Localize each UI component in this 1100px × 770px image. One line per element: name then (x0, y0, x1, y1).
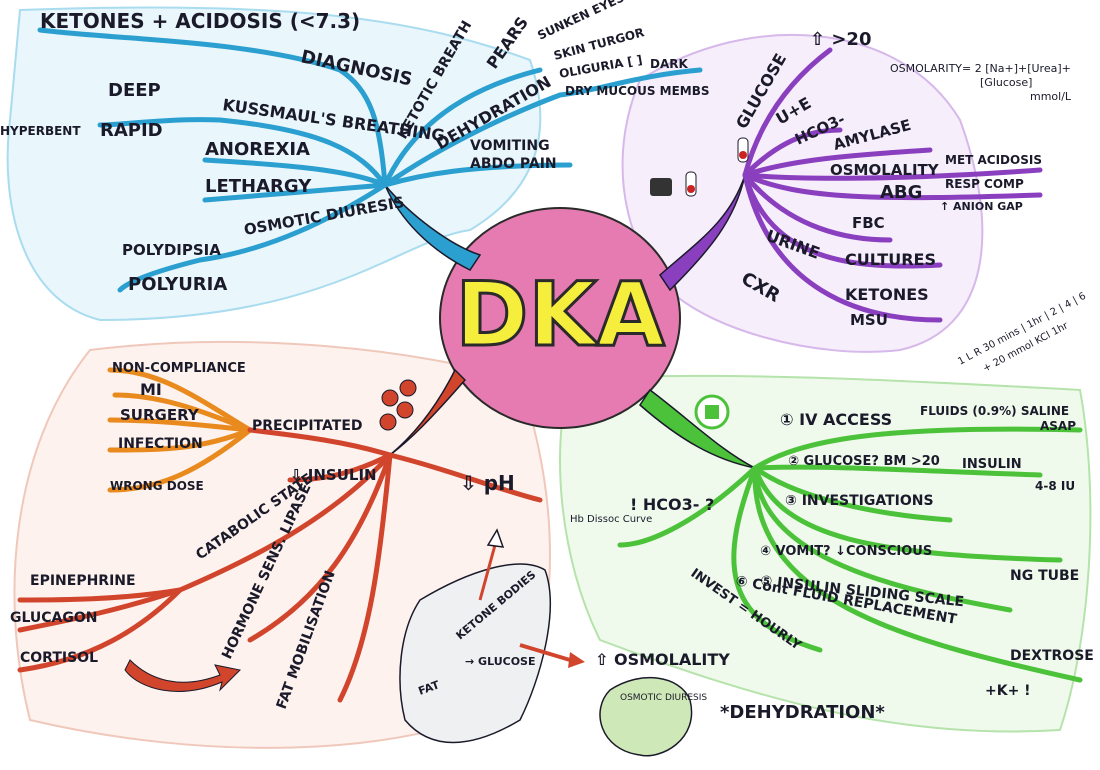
green-investigations: ③ INVESTIGATIONS (785, 493, 934, 509)
purple-met-acidosis: MET ACIDOSIS (945, 153, 1042, 167)
red-wrong-dose: WRONG DOSE (110, 479, 204, 493)
green-hco3-q: ! HCO3- ? (630, 495, 714, 514)
red-osmotic-diuresis: OSMOTIC DIURESIS (620, 693, 707, 703)
green-ng-tube: NG TUBE (1010, 568, 1079, 584)
purple-abg: ABG (880, 182, 922, 203)
purple-osmolality: OSMOLALITY (830, 161, 940, 179)
arrowhead-osmolality (568, 652, 585, 668)
green-k-plus: +K+ ! (985, 683, 1031, 699)
red-epinephrine: EPINEPHRINE (30, 573, 136, 589)
red-osmolality: ⇧ OSMOLALITY (595, 650, 730, 669)
red-insulin-down: ⇩ INSULIN (290, 466, 377, 484)
test-tube-drop (687, 185, 695, 193)
red-glucose: → GLUCOSE (465, 655, 536, 668)
green-vomit: ④ VOMIT? ↓CONSCIOUS (760, 544, 932, 559)
blue-rapid: RAPID (100, 120, 163, 141)
blue-top-note: KETONES + ACIDOSIS (<7.3) (40, 9, 360, 33)
purple-gt20: ⇧ >20 (810, 29, 871, 50)
blue-dark: DARK (650, 57, 688, 71)
kidney-shape (599, 677, 693, 757)
medical-cross-shape (705, 405, 719, 419)
orange-branches (107, 367, 253, 493)
purple-ketones: KETONES (845, 285, 929, 304)
blue-hyperbent: HYPERBENT (0, 124, 81, 138)
purple-anion-gap: ↑ ANION GAP (940, 200, 1023, 213)
arrowhead-up-ketone (486, 528, 505, 548)
purple-cultures: CULTURES (845, 250, 936, 269)
red-infection: INFECTION (118, 436, 203, 452)
red-branches (17, 427, 543, 703)
blue-dry-mucous: DRY MUCOUS MEMBS (565, 84, 710, 98)
liver-shape (399, 563, 551, 744)
red-dehydration: *DEHYDRATION* (720, 702, 885, 723)
blue-abdo-pain: ABDO PAIN (470, 156, 557, 172)
green-glucose-q: ② GLUCOSE? BM >20 (788, 454, 940, 469)
purple-osmolarity-1: OSMOLARITY= 2 [Na+]+[Urea]+ (890, 62, 1071, 75)
gear-icon (396, 401, 414, 419)
red-non-compliance: NON-COMPLIANCE (112, 361, 246, 376)
green-dextrose: DEXTROSE (1010, 648, 1094, 664)
green-halo (559, 374, 1092, 733)
blue-anorexia: ANOREXIA (205, 139, 310, 160)
purple-fbc: FBC (852, 214, 885, 232)
blue-branches (37, 27, 703, 293)
purple-branches (742, 47, 1043, 323)
red-ph-down: ⇩ pH (460, 471, 515, 495)
green-fluids: FLUIDS (0.9%) SALINE (920, 404, 1069, 418)
center-title: DKA (455, 263, 664, 366)
blue-deep: DEEP (108, 80, 161, 101)
green-hb-dissoc: Hb Dissoc Curve (570, 514, 652, 525)
thick-arrow-left (124, 659, 242, 692)
purple-msu: MSU (850, 311, 888, 329)
green-iv-access: ① IV ACCESS (780, 410, 892, 429)
purple-osmolarity-unit: mmol/L (1030, 90, 1072, 103)
red-surgery: SURGERY (120, 406, 200, 424)
gear-icon (379, 413, 397, 431)
gear-icon (381, 389, 399, 407)
green-insulin: INSULIN (962, 457, 1022, 472)
green-branches (617, 426, 1083, 683)
red-mi: MI (140, 380, 162, 399)
lungs-icon (650, 178, 672, 196)
arrow-up-ketone (478, 544, 497, 601)
blue-polyuria: POLYURIA (128, 274, 227, 295)
test-tube-drop (739, 151, 747, 159)
purple-osmolarity-2: [Glucose] (980, 76, 1032, 89)
red-cortisol: CORTISOL (20, 650, 98, 666)
blue-vomiting: VOMITING (470, 138, 550, 154)
blue-polydipsia: POLYDIPSIA (122, 241, 221, 259)
arrow-to-osmolality (519, 643, 571, 662)
gear-icon (399, 379, 417, 397)
red-glucagon: GLUCAGON (10, 610, 98, 626)
green-scale: 4-8 IU (1035, 479, 1075, 493)
purple-resp-comp: RESP COMP (945, 177, 1024, 191)
blue-lethargy: LETHARGY (205, 176, 312, 197)
red-precipitated: PRECIPITATED (252, 418, 363, 434)
center-blob (439, 207, 681, 429)
green-asap: ASAP (1040, 419, 1076, 433)
